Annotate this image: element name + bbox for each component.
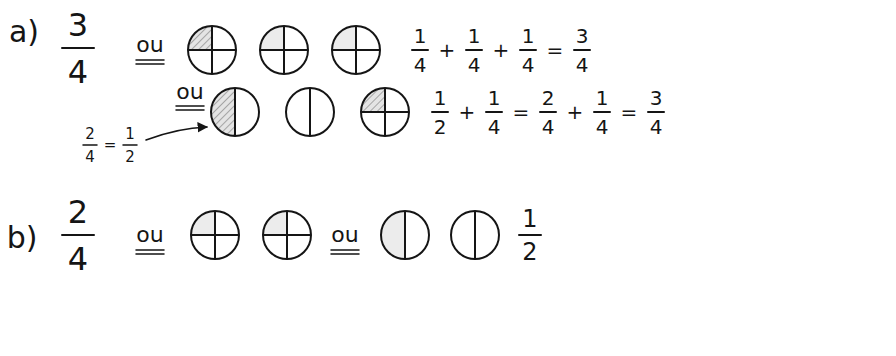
- operator: +: [567, 102, 584, 122]
- denominator: 4: [85, 150, 95, 165]
- operator: +: [493, 40, 510, 60]
- numerator: 1: [596, 88, 609, 108]
- part-letter: a): [9, 17, 39, 47]
- fraction-bar: [62, 234, 94, 236]
- underline: [136, 59, 164, 61]
- underline: [136, 249, 164, 251]
- denominator: 4: [68, 243, 88, 275]
- underline: [331, 253, 359, 255]
- word-ou: ou: [136, 34, 163, 56]
- fraction-circle: [188, 26, 236, 74]
- numerator: 1: [434, 88, 447, 108]
- underline: [136, 253, 164, 255]
- fraction-circle: [332, 26, 380, 74]
- numerator: 2: [68, 196, 88, 228]
- fraction-bar: [432, 111, 448, 113]
- underline: [176, 105, 204, 107]
- fraction-bar: [519, 234, 541, 236]
- fraction-bar: [520, 49, 536, 51]
- denominator: 4: [522, 55, 535, 75]
- denominator: 4: [650, 117, 663, 137]
- denominator: 4: [468, 55, 481, 75]
- fraction-bar: [466, 49, 482, 51]
- operator: +: [439, 40, 456, 60]
- fraction-circle: [361, 88, 409, 136]
- denominator: 4: [488, 117, 501, 137]
- operator: +: [459, 102, 476, 122]
- numerator: 3: [68, 9, 88, 41]
- denominator: 4: [68, 56, 88, 88]
- circle-group: [188, 26, 380, 74]
- operator: =: [513, 102, 530, 122]
- denominator: 2: [522, 240, 537, 264]
- denominator: 4: [542, 117, 555, 137]
- circle-group: [191, 211, 499, 259]
- denominator: 4: [414, 55, 427, 75]
- circle-group: [211, 88, 409, 136]
- operator: =: [621, 102, 638, 122]
- fraction-bar: [123, 144, 137, 146]
- denominator: 4: [596, 117, 609, 137]
- underline: [136, 63, 164, 65]
- fraction-bar: [648, 111, 664, 113]
- fraction-circle: [263, 211, 311, 259]
- operator: =: [547, 40, 564, 60]
- word-ou: ou: [136, 224, 163, 246]
- denominator: 4: [576, 55, 589, 75]
- fraction-circle: [191, 211, 239, 259]
- denominator: 2: [434, 117, 447, 137]
- numerator: 1: [414, 26, 427, 46]
- fraction-circle: [381, 211, 429, 259]
- fraction-bar: [594, 111, 610, 113]
- numerator: 1: [522, 207, 537, 231]
- numerator: 1: [125, 127, 135, 142]
- fraction-bar: [412, 49, 428, 51]
- fraction-bar: [62, 47, 94, 49]
- underline: [176, 109, 204, 111]
- numerator: 3: [576, 26, 589, 46]
- underline: [331, 249, 359, 251]
- operator: =: [104, 138, 117, 153]
- numerator: 1: [522, 26, 535, 46]
- fraction-bar: [540, 111, 556, 113]
- denominator: 2: [125, 150, 135, 165]
- fraction-bar: [574, 49, 590, 51]
- numerator: 1: [468, 26, 481, 46]
- numerator: 3: [650, 88, 663, 108]
- numerator: 2: [85, 127, 95, 142]
- numerator: 2: [542, 88, 555, 108]
- pointer-arrow: [146, 127, 207, 140]
- numerator: 1: [488, 88, 501, 108]
- fraction-bar: [83, 144, 97, 146]
- fraction-circle: [260, 26, 308, 74]
- ink: [62, 48, 664, 254]
- fraction-circle: [211, 88, 259, 136]
- fraction-circle: [286, 88, 334, 136]
- word-ou: ou: [176, 81, 203, 103]
- fraction-circle: [451, 211, 499, 259]
- fraction-bar: [486, 111, 502, 113]
- word-ou: ou: [331, 224, 358, 246]
- part-letter: b): [7, 223, 38, 253]
